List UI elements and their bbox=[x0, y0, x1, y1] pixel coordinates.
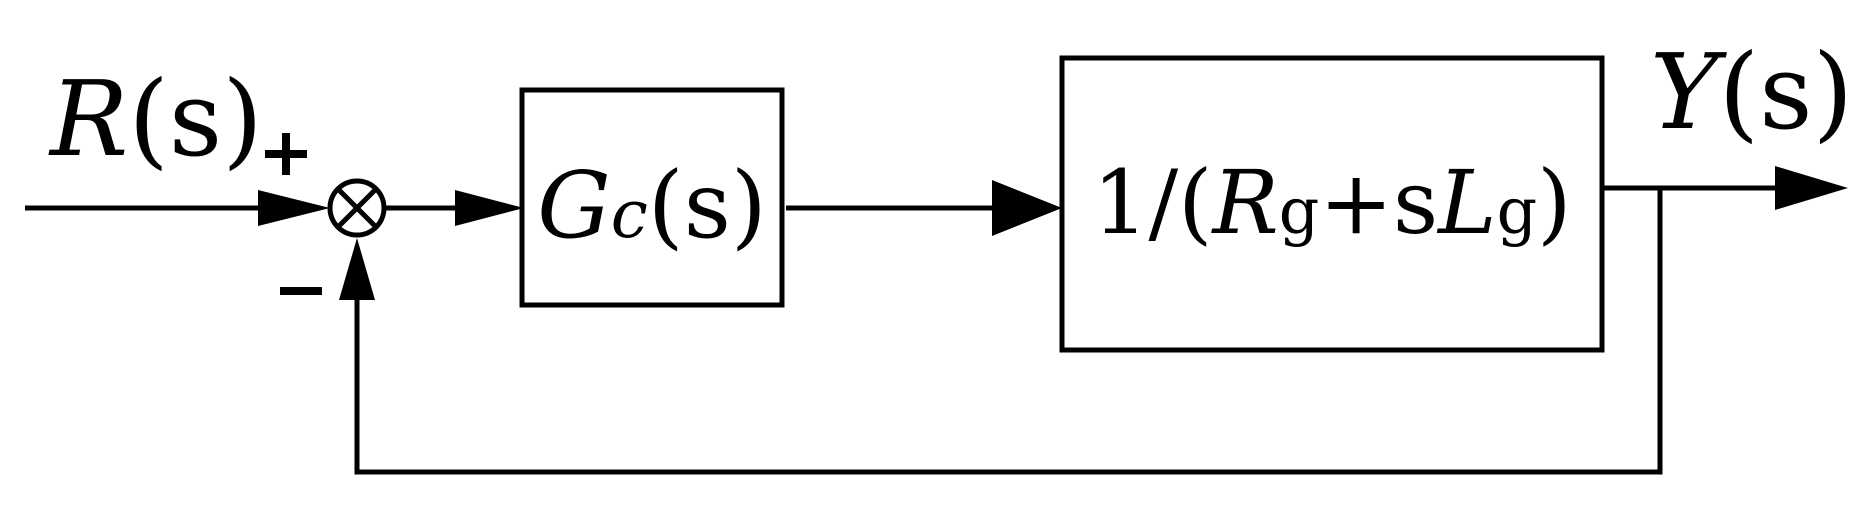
output-label: Y(s) bbox=[1650, 31, 1853, 153]
input-arg: (s) bbox=[128, 58, 263, 180]
minus-sign bbox=[280, 287, 322, 295]
error-arrowhead bbox=[455, 190, 524, 226]
plant-prefix: 1/( bbox=[1092, 151, 1212, 254]
controller-block bbox=[519, 87, 785, 308]
control-arrowhead bbox=[992, 180, 1062, 236]
plus-sign-vertical bbox=[282, 133, 290, 175]
plant-l-var: L bbox=[1436, 151, 1496, 254]
feedback-arrowhead bbox=[339, 238, 375, 300]
summing-junction bbox=[327, 178, 387, 238]
plant-suffix: ) bbox=[1537, 151, 1571, 254]
plant-plus: + bbox=[1319, 151, 1393, 254]
plant-r-subscript: g bbox=[1279, 174, 1320, 248]
controller-subscript: c bbox=[611, 176, 648, 253]
output-arrowhead bbox=[1775, 166, 1848, 210]
summing-junction-cross-b bbox=[336, 187, 378, 229]
plant-block bbox=[1059, 55, 1605, 353]
output-arg: (s) bbox=[1719, 31, 1854, 153]
plant-s: s bbox=[1393, 151, 1438, 254]
controller-var: G bbox=[537, 152, 611, 259]
plant-l-subscript: g bbox=[1497, 174, 1538, 248]
output-var: Y bbox=[1650, 31, 1727, 153]
input-arrowhead bbox=[258, 190, 330, 226]
controller-arg: (s) bbox=[648, 152, 767, 259]
plant-label: 1/(Rg+sLg) bbox=[1092, 151, 1571, 254]
input-var: R bbox=[48, 58, 128, 180]
feedback-path bbox=[354, 188, 1663, 475]
plant-r-var: R bbox=[1210, 151, 1278, 254]
controller-label: Gc(s) bbox=[537, 152, 767, 259]
input-label: R(s) bbox=[48, 58, 263, 180]
